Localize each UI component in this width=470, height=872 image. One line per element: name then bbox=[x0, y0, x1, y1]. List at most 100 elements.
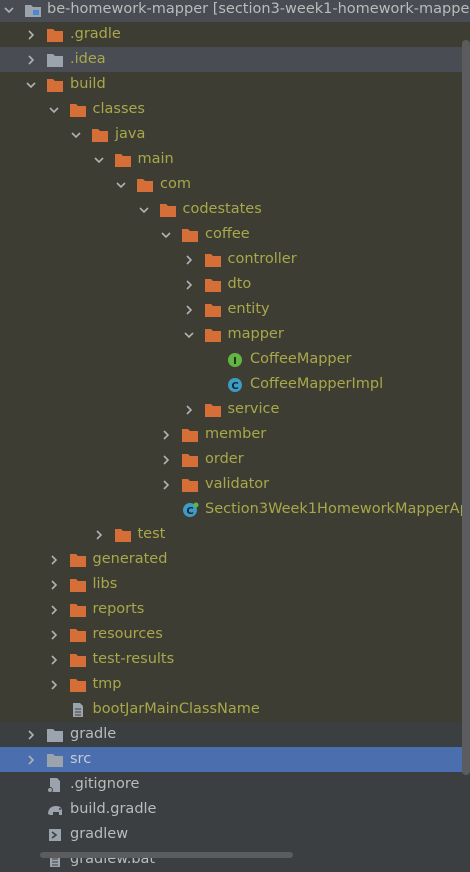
tree-row-label: gradlew bbox=[70, 826, 129, 842]
tree-row[interactable]: reports bbox=[0, 597, 470, 622]
tree-row[interactable]: mapper bbox=[0, 322, 470, 347]
chevron-right-icon[interactable] bbox=[48, 579, 60, 591]
tree-row[interactable]: entity bbox=[0, 297, 470, 322]
tree-row[interactable]: member bbox=[0, 422, 470, 447]
folder-orange-icon bbox=[69, 652, 87, 668]
chevron-right-icon[interactable] bbox=[25, 54, 37, 66]
gradle-elephant-icon bbox=[46, 802, 64, 818]
chevron-right-icon[interactable] bbox=[160, 479, 172, 491]
tree-row[interactable]: validator bbox=[0, 472, 470, 497]
tree-row-label: coffee bbox=[205, 226, 250, 242]
chevron-down-icon[interactable] bbox=[183, 329, 195, 341]
tree-row[interactable]: dto bbox=[0, 272, 470, 297]
chevron-down-icon[interactable] bbox=[138, 204, 150, 216]
tree-row-label: build bbox=[70, 76, 106, 92]
chevron-right-icon[interactable] bbox=[48, 604, 60, 616]
horizontal-scrollbar[interactable] bbox=[40, 852, 293, 858]
tree-row[interactable]: .gradle bbox=[0, 22, 470, 47]
chevron-right-icon[interactable] bbox=[183, 279, 195, 291]
folder-orange-icon bbox=[114, 527, 132, 543]
folder-gray-icon bbox=[46, 52, 64, 68]
chevron-down-icon[interactable] bbox=[160, 229, 172, 241]
chevron-right-icon[interactable] bbox=[25, 729, 37, 741]
tree-row[interactable]: main bbox=[0, 147, 470, 172]
chevron-right-icon[interactable] bbox=[48, 654, 60, 666]
chevron-down-icon[interactable] bbox=[93, 154, 105, 166]
tree-row[interactable]: .gitignore bbox=[0, 772, 470, 797]
chevron-down-icon[interactable] bbox=[25, 79, 37, 91]
chevron-right-icon[interactable] bbox=[183, 404, 195, 416]
tree-row[interactable]: java bbox=[0, 122, 470, 147]
file-icon bbox=[69, 702, 87, 718]
tree-row[interactable]: order bbox=[0, 447, 470, 472]
folder-orange-icon bbox=[159, 202, 177, 218]
chevron-right-icon[interactable] bbox=[48, 554, 60, 566]
svg-text:I: I bbox=[233, 356, 237, 367]
chevron-right-icon[interactable] bbox=[25, 754, 37, 766]
tree-row[interactable]: gradlew bbox=[0, 822, 470, 847]
chevron-right-icon[interactable] bbox=[25, 29, 37, 41]
gitignore-icon bbox=[46, 777, 64, 793]
tree-row-label: gradlew.bat bbox=[70, 851, 156, 867]
tree-row-label: .gradle bbox=[70, 26, 121, 42]
tree-row[interactable]: service bbox=[0, 397, 470, 422]
chevron-right-icon[interactable] bbox=[48, 679, 60, 691]
folder-orange-icon bbox=[91, 127, 109, 143]
tree-row-label: service bbox=[227, 401, 280, 417]
tree-row[interactable]: bootJarMainClassName bbox=[0, 697, 470, 722]
tree-row[interactable]: src bbox=[0, 747, 470, 772]
tree-row[interactable]: I CoffeeMapper bbox=[0, 347, 470, 372]
class-icon: C bbox=[226, 377, 244, 393]
chevron-down-icon[interactable] bbox=[48, 104, 60, 116]
folder-orange-icon bbox=[69, 602, 87, 618]
module-folder-icon bbox=[24, 2, 42, 18]
tree-row-label: reports bbox=[92, 601, 145, 617]
chevron-right-icon[interactable] bbox=[160, 429, 172, 441]
tree-row[interactable]: libs bbox=[0, 572, 470, 597]
folder-orange-icon bbox=[69, 102, 87, 118]
tree-row-label: entity bbox=[227, 301, 270, 317]
folder-orange-icon bbox=[181, 452, 199, 468]
chevron-right-icon[interactable] bbox=[48, 629, 60, 641]
chevron-right-icon[interactable] bbox=[183, 254, 195, 266]
chevron-right-icon[interactable] bbox=[160, 454, 172, 466]
tree-row-label: java bbox=[115, 126, 146, 142]
tree-row[interactable]: gradle bbox=[0, 722, 470, 747]
tree-row-label: CoffeeMapper bbox=[250, 351, 352, 367]
tree-row[interactable]: classes bbox=[0, 97, 470, 122]
tree-row-label: src bbox=[70, 751, 92, 767]
folder-orange-icon bbox=[69, 552, 87, 568]
folder-orange-icon bbox=[46, 77, 64, 93]
tree-row[interactable]: .idea bbox=[0, 47, 470, 72]
folder-orange-icon bbox=[69, 627, 87, 643]
vertical-scrollbar[interactable] bbox=[462, 40, 470, 775]
folder-orange-icon bbox=[204, 277, 222, 293]
chevron-right-icon[interactable] bbox=[93, 529, 105, 541]
tree-row[interactable]: gradlew.bat bbox=[0, 847, 470, 872]
tree-row[interactable]: build.gradle bbox=[0, 797, 470, 822]
tree-row[interactable]: generated bbox=[0, 547, 470, 572]
chevron-down-icon[interactable] bbox=[3, 4, 15, 16]
folder-orange-icon bbox=[114, 152, 132, 168]
tree-row[interactable]: com bbox=[0, 172, 470, 197]
chevron-down-icon[interactable] bbox=[115, 179, 127, 191]
tree-row[interactable]: build bbox=[0, 72, 470, 97]
tree-row[interactable]: controller bbox=[0, 247, 470, 272]
tree-row[interactable]: test-results bbox=[0, 647, 470, 672]
tree-row-label: libs bbox=[92, 576, 118, 592]
tree-row[interactable]: CSection3Week1HomeworkMapperApplication bbox=[0, 497, 470, 522]
tree-row-label: validator bbox=[205, 476, 270, 492]
tree-row-root[interactable]: be-homework-mapper [section3-week1-homew… bbox=[0, 0, 470, 22]
tree-row-label: controller bbox=[227, 251, 297, 267]
tree-row[interactable]: coffee bbox=[0, 222, 470, 247]
tree-row-label: member bbox=[205, 426, 267, 442]
folder-orange-icon bbox=[204, 402, 222, 418]
terminal-file-icon bbox=[46, 827, 64, 843]
chevron-down-icon[interactable] bbox=[70, 129, 82, 141]
tree-row[interactable]: test bbox=[0, 522, 470, 547]
tree-row[interactable]: tmp bbox=[0, 672, 470, 697]
tree-row[interactable]: resources bbox=[0, 622, 470, 647]
chevron-right-icon[interactable] bbox=[183, 304, 195, 316]
tree-row[interactable]: codestates bbox=[0, 197, 470, 222]
